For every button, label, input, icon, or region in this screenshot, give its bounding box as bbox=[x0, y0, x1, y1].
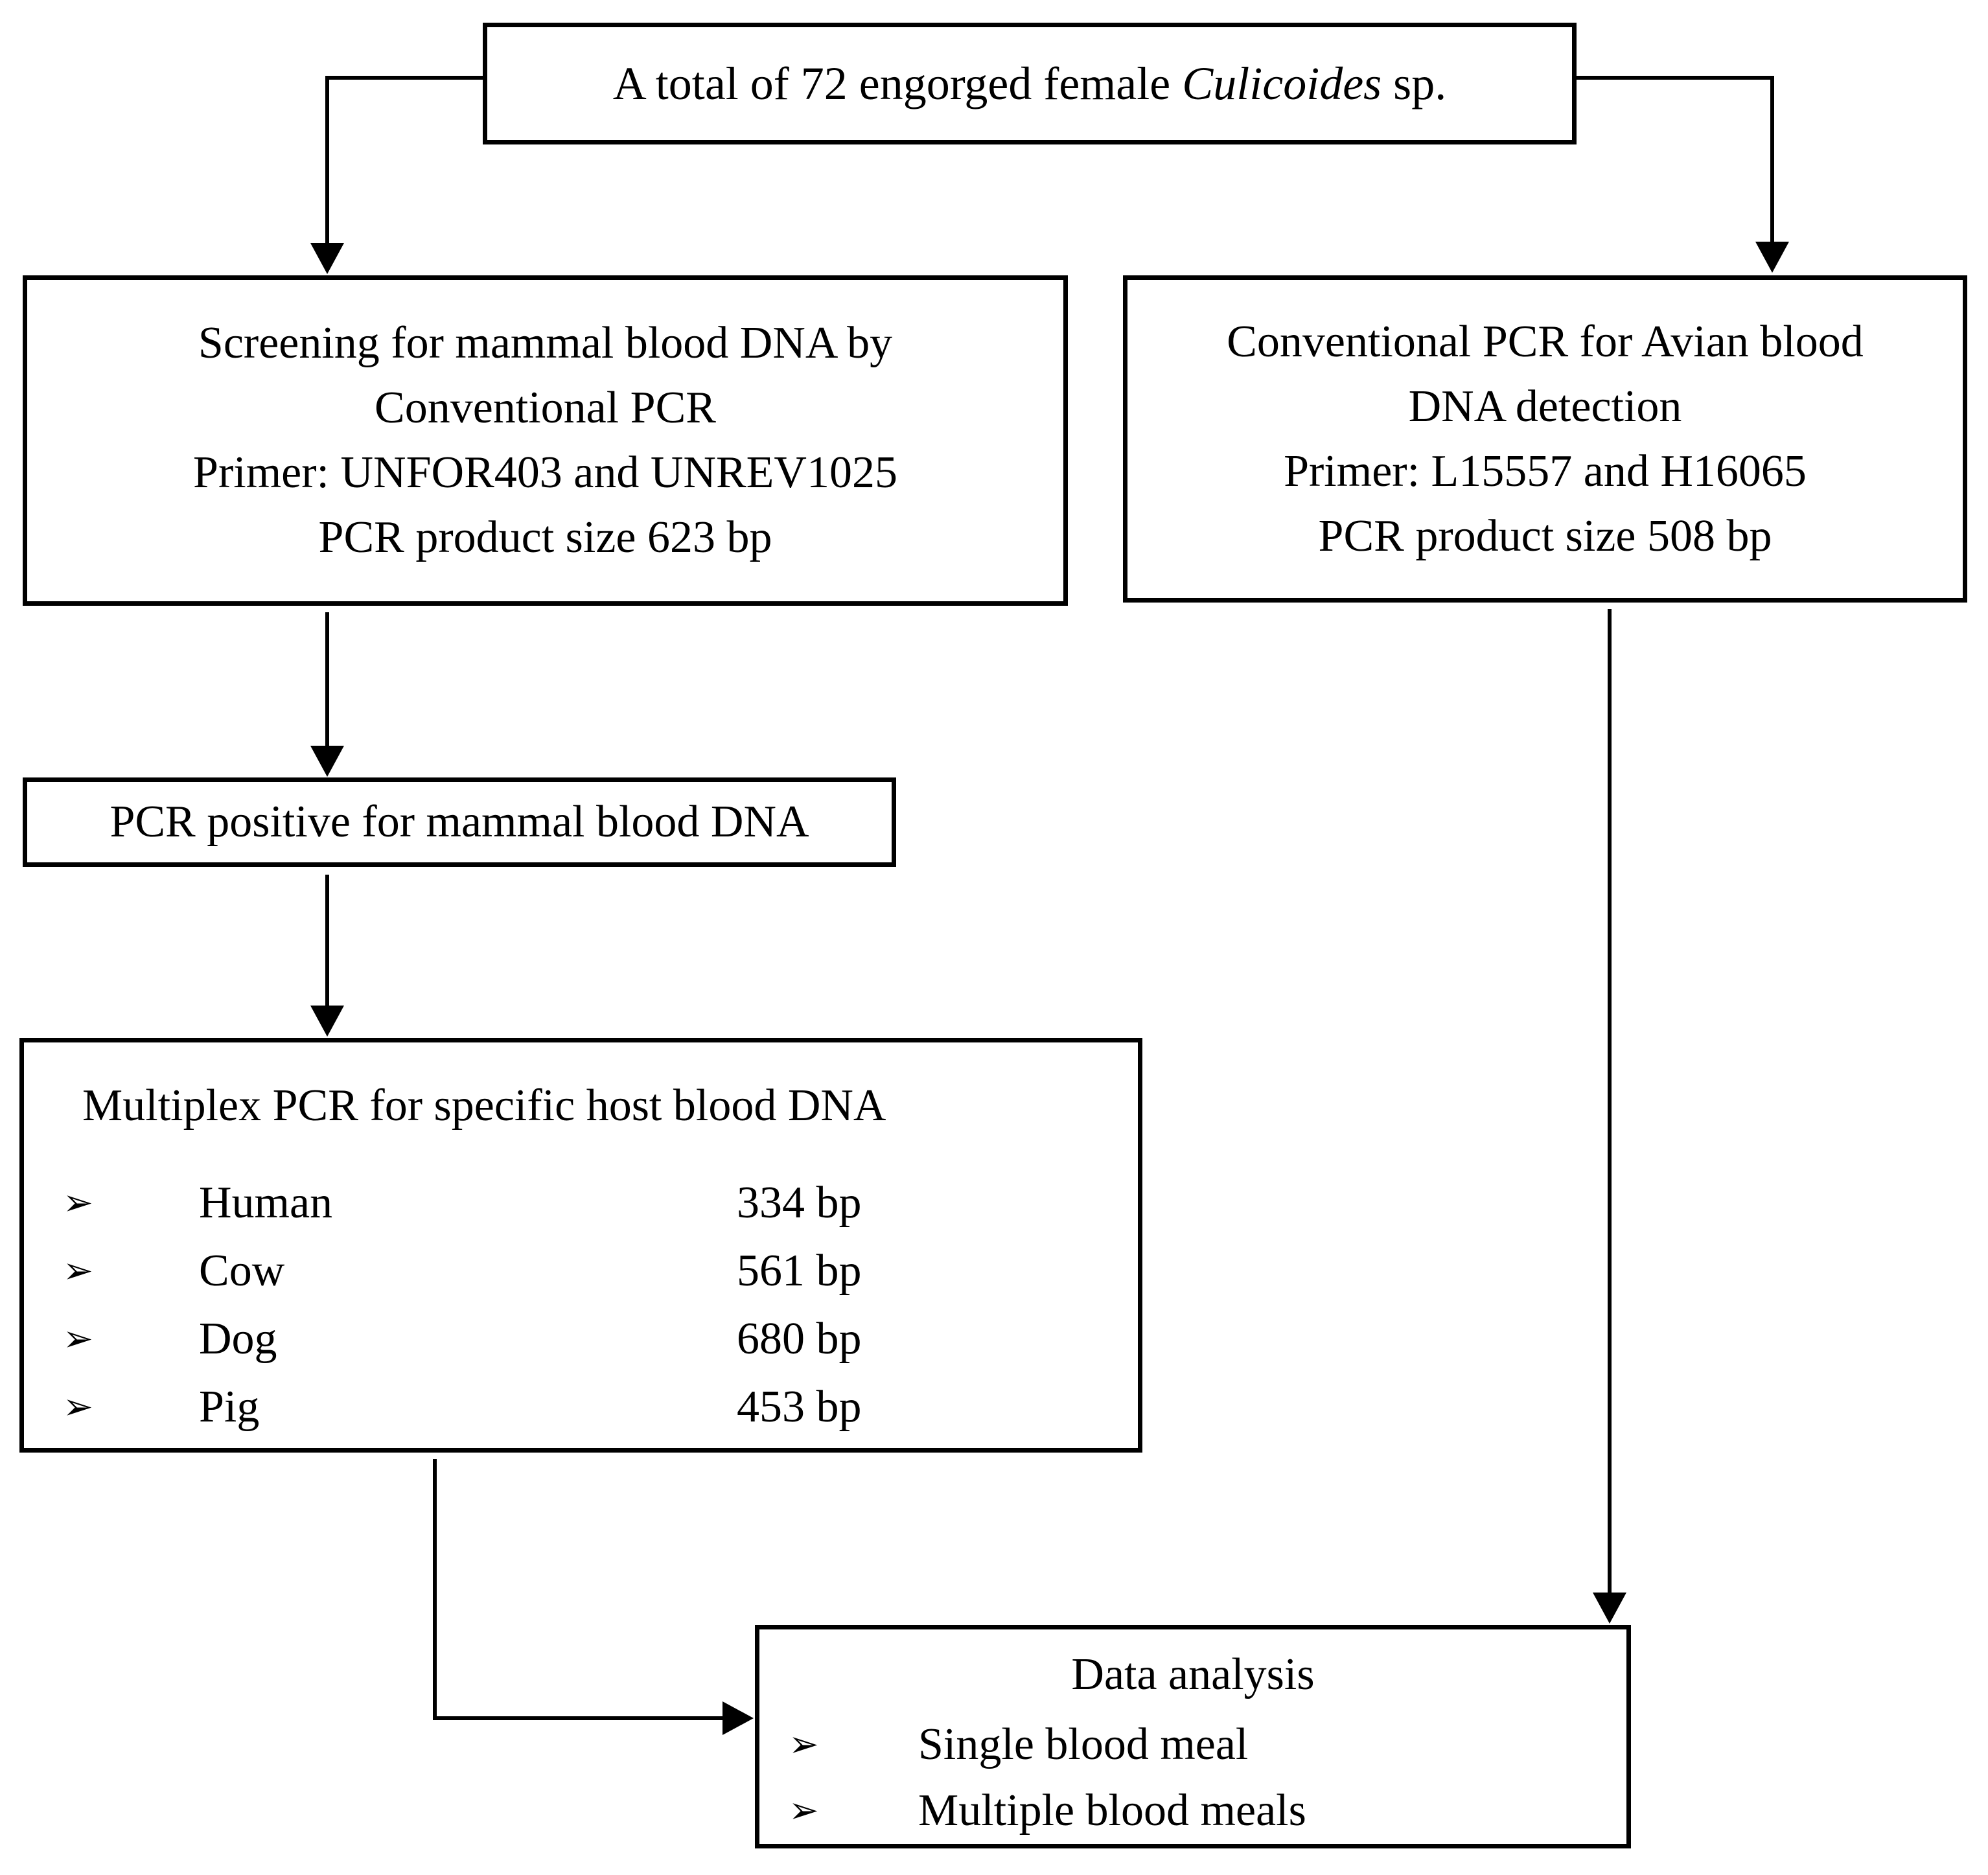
host-label: Cow bbox=[199, 1245, 285, 1296]
avian-pcr-line: Primer: L15557 and H16065 bbox=[1284, 446, 1807, 496]
avian-pcr-line: DNA detection bbox=[1408, 381, 1682, 431]
host-product-size: 453 bp bbox=[737, 1381, 862, 1432]
total-samples-box: A total of 72 engorged female Culicoides… bbox=[483, 23, 1577, 144]
avian-pcr-box: Conventional PCR for Avian blood DNA det… bbox=[1123, 275, 1967, 603]
host-row: ➢ Human 334 bp bbox=[24, 1169, 1138, 1237]
total-samples-text: A total of 72 engorged female Culicoides… bbox=[487, 51, 1572, 116]
total-samples-text-suffix: sp. bbox=[1381, 58, 1447, 109]
mammal-screening-line: PCR product size 623 bp bbox=[318, 512, 772, 562]
down-arrowhead-icon bbox=[310, 1006, 344, 1037]
total-samples-text-prefix: A total of 72 engorged female bbox=[612, 58, 1183, 109]
connector-screening-to-positive bbox=[325, 612, 329, 748]
host-row: ➢ Dog 680 bp bbox=[24, 1305, 1138, 1373]
connector-multiplex-to-analysis-horizontal bbox=[433, 1716, 722, 1720]
connector-total-to-avian-horizontal bbox=[1577, 76, 1774, 80]
connector-multiplex-to-analysis-vertical bbox=[433, 1459, 437, 1720]
pcr-positive-text: PCR positive for mammal blood DNA bbox=[110, 797, 809, 847]
analysis-item-label: Single blood meal bbox=[918, 1720, 1249, 1769]
analysis-row: ➢ Single blood meal bbox=[759, 1712, 1626, 1778]
arrowhead-bullet-icon: ➢ bbox=[63, 1385, 93, 1428]
right-arrowhead-icon bbox=[722, 1701, 754, 1735]
data-analysis-box: Data analysis ➢ Single blood meal ➢ Mult… bbox=[755, 1625, 1631, 1848]
arrowhead-bullet-icon: ➢ bbox=[63, 1249, 93, 1292]
host-product-size: 561 bp bbox=[737, 1245, 862, 1296]
arrowhead-bullet-icon: ➢ bbox=[63, 1317, 93, 1360]
down-arrowhead-icon bbox=[1593, 1593, 1626, 1624]
arrowhead-bullet-icon: ➢ bbox=[63, 1181, 93, 1224]
connector-positive-to-multiplex bbox=[325, 875, 329, 1008]
mammal-screening-line: Primer: UNFOR403 and UNREV1025 bbox=[193, 448, 897, 498]
host-label: Pig bbox=[199, 1381, 260, 1432]
connector-total-to-avian-vertical bbox=[1770, 76, 1774, 244]
analysis-item-label: Multiple blood meals bbox=[918, 1786, 1306, 1835]
mammal-screening-line: Screening for mammal blood DNA by bbox=[198, 318, 893, 368]
host-label: Dog bbox=[199, 1313, 277, 1364]
host-row: ➢ Pig 453 bp bbox=[24, 1373, 1138, 1441]
down-arrowhead-icon bbox=[310, 746, 344, 777]
multiplex-pcr-box: Multiplex PCR for specific host blood DN… bbox=[19, 1038, 1142, 1453]
down-arrowhead-icon bbox=[310, 243, 344, 274]
pcr-positive-box: PCR positive for mammal blood DNA bbox=[23, 777, 896, 867]
avian-pcr-line: Conventional PCR for Avian blood bbox=[1227, 316, 1864, 367]
connector-total-to-screening-horizontal bbox=[327, 76, 483, 80]
host-row: ➢ Cow 561 bp bbox=[24, 1237, 1138, 1305]
connector-total-to-screening-vertical bbox=[325, 76, 329, 246]
analysis-row: ➢ Multiple blood meals bbox=[759, 1778, 1626, 1844]
connector-avian-to-analysis bbox=[1608, 609, 1612, 1594]
mammal-screening-line: Conventional PCR bbox=[375, 383, 716, 433]
data-analysis-title: Data analysis bbox=[1071, 1650, 1315, 1699]
avian-pcr-line: PCR product size 508 bp bbox=[1318, 511, 1772, 561]
multiplex-pcr-title: Multiplex PCR for specific host blood DN… bbox=[82, 1081, 886, 1131]
mammal-screening-box: Screening for mammal blood DNA by Conven… bbox=[23, 275, 1068, 606]
total-samples-species-italic: Culicoides bbox=[1182, 58, 1382, 109]
down-arrowhead-icon bbox=[1755, 242, 1789, 273]
host-product-size: 334 bp bbox=[737, 1177, 862, 1228]
arrowhead-bullet-icon: ➢ bbox=[789, 1789, 819, 1832]
arrowhead-bullet-icon: ➢ bbox=[789, 1723, 819, 1766]
host-product-size: 680 bp bbox=[737, 1313, 862, 1364]
host-label: Human bbox=[199, 1177, 333, 1228]
